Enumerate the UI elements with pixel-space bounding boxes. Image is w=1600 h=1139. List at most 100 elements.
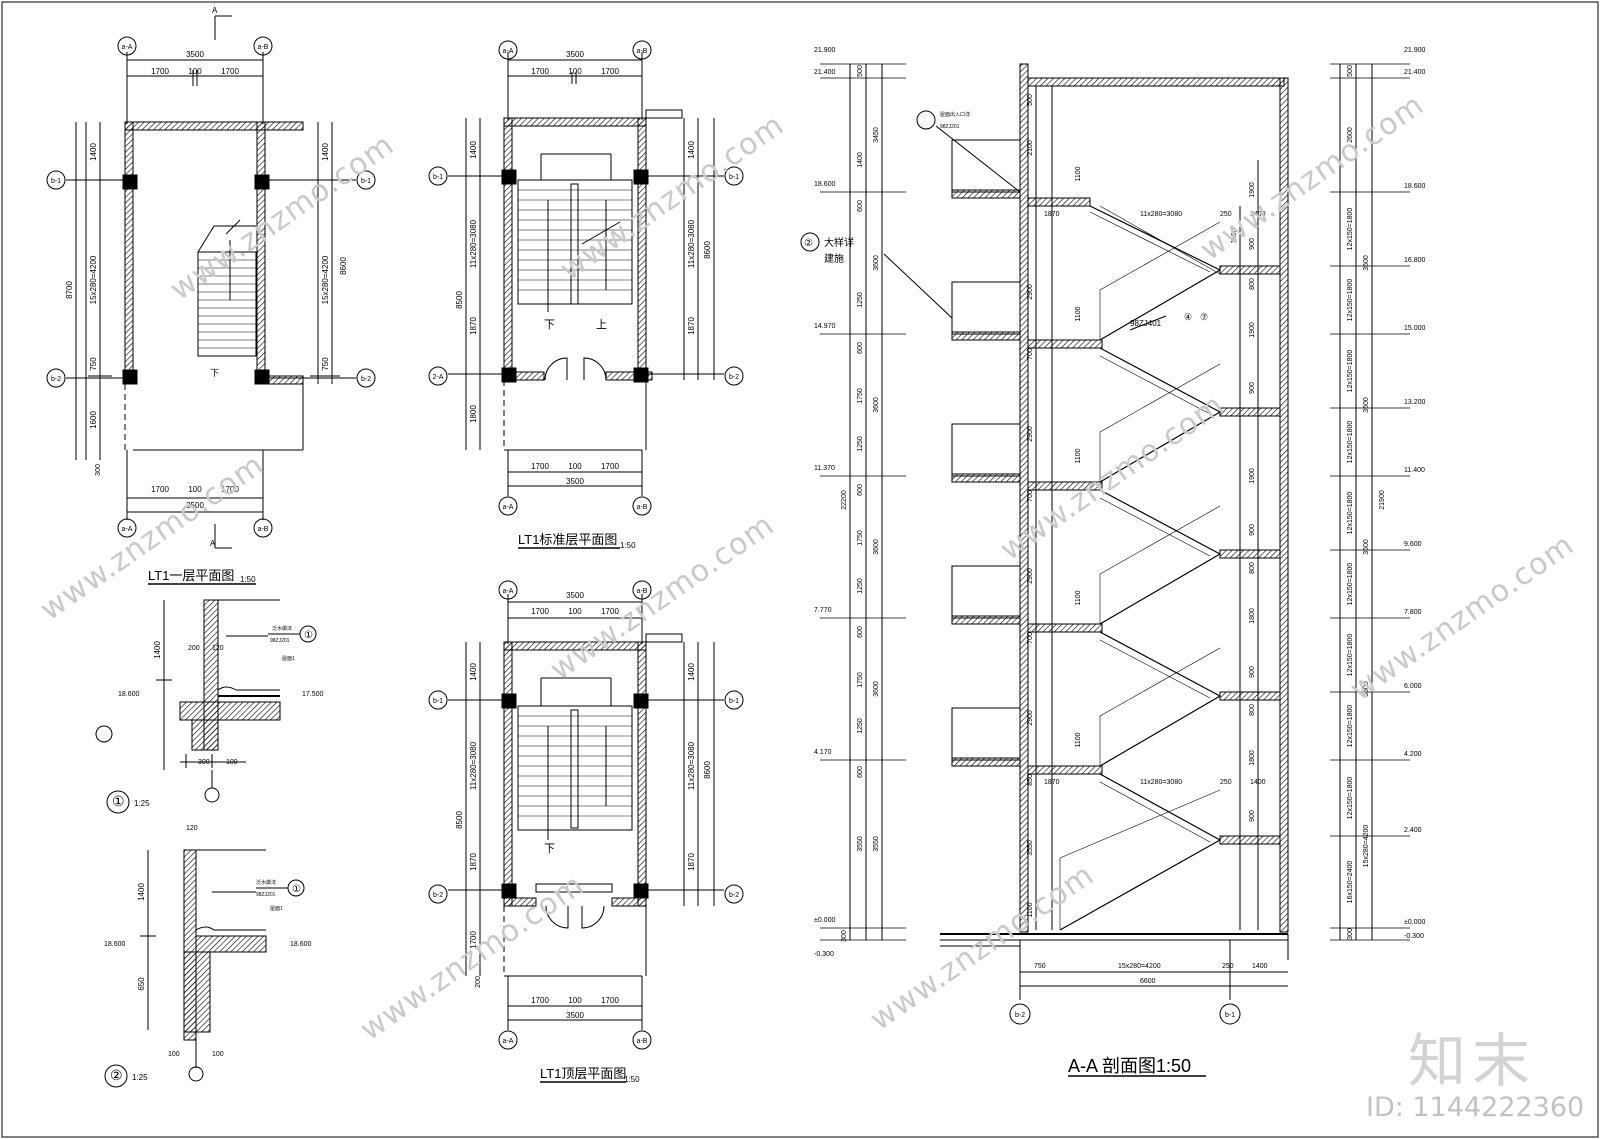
dim-text: 22200 <box>841 490 848 510</box>
dim-text: 100 <box>188 485 202 494</box>
dim-text: 3600 <box>873 397 880 413</box>
axis-label: b-2 <box>729 892 739 899</box>
dim-text: 100 <box>568 67 582 76</box>
dim-text: 2900 <box>1027 284 1034 300</box>
plan-scale: 1:50 <box>240 575 256 584</box>
dim-text: 250 <box>1222 963 1234 970</box>
dim-text: 1400 <box>137 883 146 901</box>
dim-text: 1870 <box>469 317 478 335</box>
dim-text: 300 <box>95 464 102 476</box>
level-text: 21.400 <box>814 69 836 76</box>
dim-text: 3550 <box>873 836 880 852</box>
axis-label: a-B <box>637 1038 648 1045</box>
dim-text: 1700 <box>531 67 549 76</box>
axis-label: a-B <box>637 588 648 595</box>
dim-text: 600 <box>857 200 864 212</box>
dim-text: 100 <box>168 1051 180 1058</box>
axis-label: a-B <box>258 526 269 533</box>
dim-text: 8500 <box>455 811 464 829</box>
dim-text: 1400 <box>321 143 330 161</box>
dim-text: 3600 <box>873 539 880 555</box>
dim-text: 15x280=4200 <box>321 255 330 304</box>
dim-text: 11x280=3080 <box>687 741 696 790</box>
dim-text: 2100 <box>1027 140 1034 156</box>
dim-text: 600 <box>857 766 864 778</box>
dim-text: 12x150=1800 <box>1347 777 1354 820</box>
dim-text: 500 <box>1027 94 1034 106</box>
dim-text: 1100 <box>1075 732 1082 747</box>
dim-text: 750 <box>321 357 330 371</box>
dim-text: 12x150=1800 <box>1347 492 1354 535</box>
dim-text: 2600 <box>1347 127 1354 143</box>
dim-text: 900 <box>1249 382 1256 394</box>
detail-title: ① <box>112 793 125 809</box>
dim-text: 1800 <box>469 405 478 423</box>
dim-text: 1400 <box>1250 779 1266 786</box>
dim-text: 21900 <box>1379 490 1386 510</box>
dim-text: 600 <box>857 484 864 496</box>
dim-text: 1100 <box>1231 228 1238 243</box>
axis-label: b-2 <box>729 374 739 381</box>
dim-text: 1700 <box>601 607 619 616</box>
note-text: 98ZJ401 <box>1130 319 1162 328</box>
axis-label: a-A <box>503 48 514 55</box>
level-text: 11.370 <box>814 465 835 472</box>
dim-text: 12x150=1800 <box>1347 208 1354 251</box>
plan-scale: 1:50 <box>620 541 636 550</box>
section-mark: A <box>212 6 218 15</box>
axis-label: a-A <box>503 504 514 511</box>
dim-text: 1750 <box>857 388 864 404</box>
detail-title: ② <box>110 1067 123 1083</box>
dim-text: 1400 <box>469 663 478 681</box>
level-text: 4.200 <box>1404 751 1422 758</box>
dim-text: 1400 <box>687 663 696 681</box>
note-text: 98ZJ201 <box>940 124 960 130</box>
dim-text: 200 <box>188 645 200 652</box>
dim-text: 8500 <box>455 291 464 309</box>
dim-text: 120 <box>212 645 224 652</box>
dim-text: 250 <box>1220 211 1232 218</box>
dim-text: 11x280=3080 <box>1140 211 1182 218</box>
dim-text: 1750 <box>857 672 864 688</box>
dim-text: 800 <box>1249 278 1256 290</box>
dim-text: 500 <box>1347 65 1354 77</box>
plan-scale: 1:50 <box>624 1075 640 1084</box>
dim-text: 1870 <box>687 317 696 335</box>
dim-text: 800 <box>1249 704 1256 716</box>
dim-text: 3600 <box>1363 255 1370 271</box>
dim-text: 12x150=1800 <box>1347 705 1354 748</box>
dim-text: 3500 <box>186 50 204 59</box>
axis-label: b-1 <box>433 174 443 181</box>
callout-text: 大样详 <box>824 236 854 249</box>
dim-text: 750 <box>1034 963 1046 970</box>
dim-text: 1100 <box>1075 448 1082 463</box>
dim-text: 3600 <box>1363 539 1370 555</box>
dim-text: 15x280=4200 <box>89 255 98 304</box>
section-aa <box>800 63 1410 1077</box>
dim-text: 250 <box>1220 779 1232 786</box>
dim-text: 300 <box>198 759 210 766</box>
dim-text: 650 <box>137 977 146 991</box>
dim-text: 1700 <box>221 485 239 494</box>
dim-text: 1100 <box>1027 902 1034 917</box>
dim-text: 850 <box>1027 774 1034 786</box>
level-text: 18.600 <box>1404 183 1426 190</box>
axis-label: a-A <box>122 44 133 51</box>
dim-text: 1400 <box>687 141 696 159</box>
callout-symbol: ⑦ <box>1200 312 1208 322</box>
plan-title: LT1标准层平面图 <box>518 532 617 547</box>
level-text: 11.400 <box>1404 467 1425 474</box>
dim-text: 1700 <box>151 485 169 494</box>
axis-label: a-B <box>637 504 648 511</box>
detail-scale: 1:25 <box>132 1073 148 1082</box>
dim-text: 8600 <box>339 257 348 275</box>
level-text: ±0.000 <box>1404 919 1425 926</box>
level-text: -0.300 <box>814 951 834 958</box>
note-text: 98ZJ201 <box>270 638 290 644</box>
plan-title: LT1一层平面图 <box>148 568 234 583</box>
dim-text: 3500 <box>186 501 204 510</box>
dim-text: 1700 <box>601 462 619 471</box>
level-text: 7.770 <box>814 607 832 614</box>
